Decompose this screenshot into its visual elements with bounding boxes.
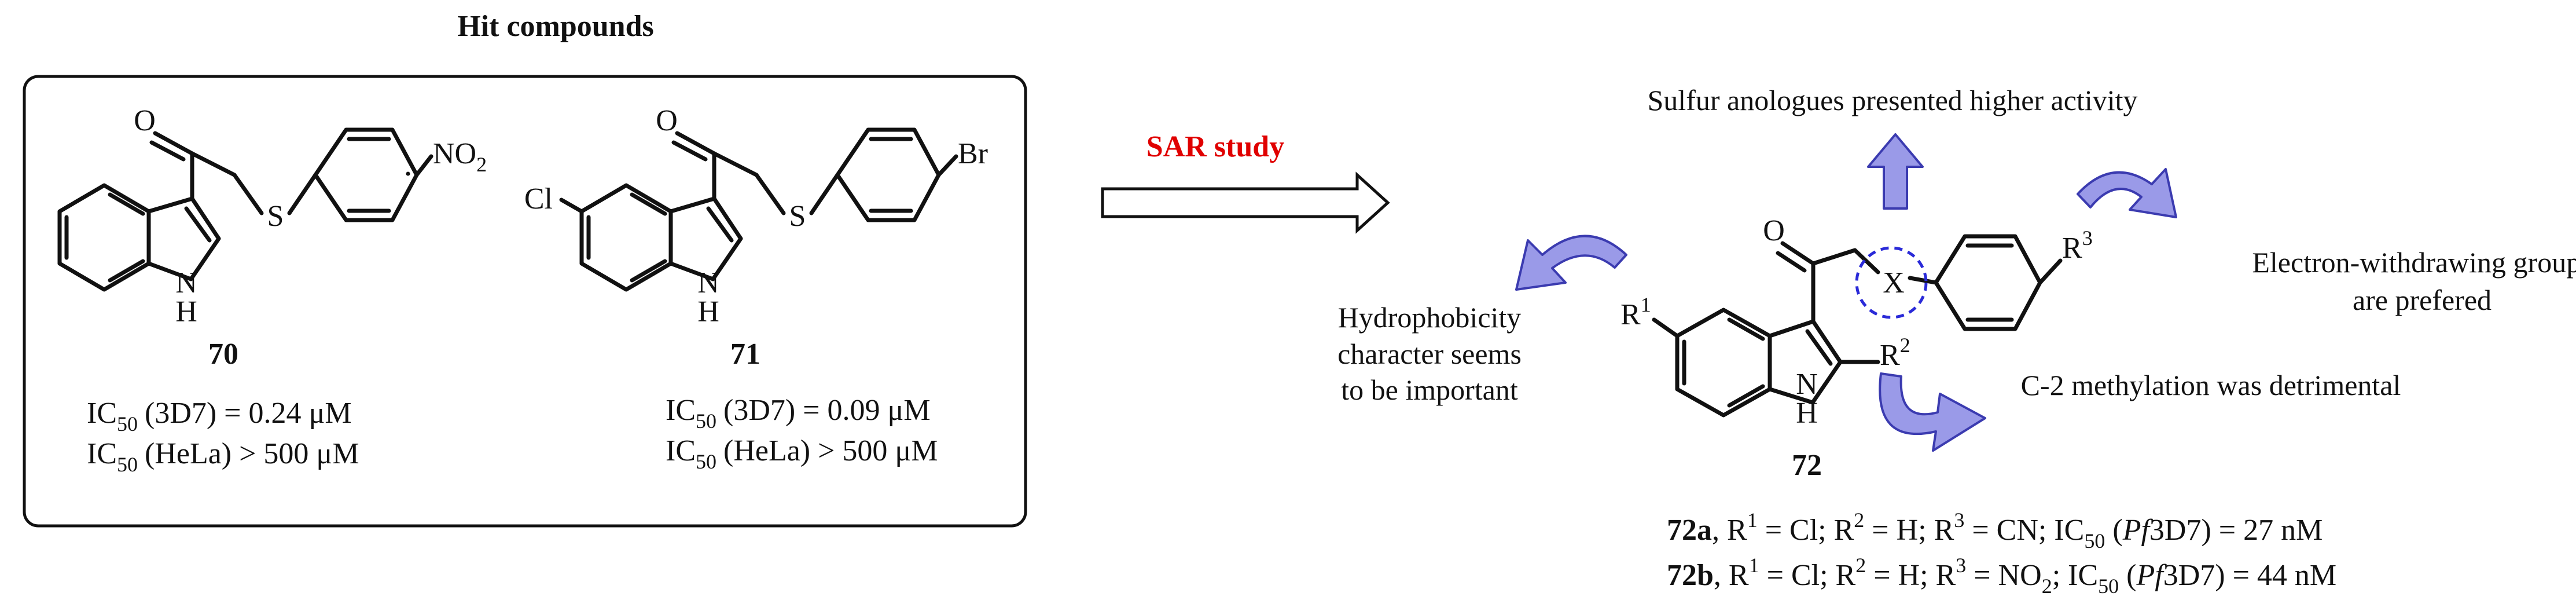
sulfur-note: Sulfur anologues presented higher activi… [1648, 84, 2138, 116]
hit-compounds-box [23, 75, 1027, 528]
compound-72-oxygen: O [1763, 214, 1785, 247]
hydrophobicity-note-line2: character seems [1337, 338, 1522, 370]
ewg-note-line2: are prefered [2353, 284, 2492, 316]
compound-72-nh-h: H [1796, 397, 1818, 430]
sar-study-label: SAR study [1146, 130, 1284, 163]
hydrophobicity-curved-arrow [1515, 235, 1627, 291]
methylation-note: C-2 methylation was detrimental [2021, 369, 2401, 401]
compound-70-nh-h: H [175, 295, 197, 328]
x-position-dashed-circle [1855, 246, 1928, 319]
ewg-curved-arrow [2077, 168, 2177, 218]
compound-70-nh-n: N [175, 266, 197, 299]
compound-72-label: 72 [1792, 449, 1822, 482]
compound-71-bromine: Br [958, 137, 988, 170]
compound-70-label: 70 [208, 338, 238, 371]
compound-71-structure [559, 127, 958, 292]
sar-arrow [1101, 171, 1390, 234]
compound-71-ic50-hela: IC50(HeLa) > 500 μM [666, 434, 938, 473]
derivative-72b-line: 72b, R1 = Cl; R2 = H; R3 = NO2; IC50 (Pf… [1667, 554, 2336, 598]
compound-71-nh-n: N [697, 266, 719, 299]
ewg-note-line1: Electron-withdrawing groups [2252, 246, 2576, 279]
compound-72-x-atom: X [1883, 266, 1905, 299]
compound-70-sulfur: S [267, 200, 284, 233]
compound-70-nitro: NO2 [433, 137, 487, 176]
compound-72-r1: R1 [1620, 293, 1651, 331]
compound-72-r2: R2 [1880, 334, 1910, 372]
compound-71-sulfur: S [789, 200, 806, 233]
compound-70-structure [57, 127, 433, 292]
compound-71-chlorine: Cl [524, 182, 553, 215]
hit-compounds-title: Hit compounds [457, 10, 654, 43]
compound-72-nh-n: N [1796, 368, 1818, 401]
hydrophobicity-note-line3: to be important [1341, 374, 1518, 406]
hydrophobicity-note-line1: Hydrophobicity [1338, 301, 1522, 334]
compound-71-label: 71 [730, 338, 760, 371]
compound-72-structure [1652, 234, 2063, 418]
compound-71-nh-h: H [697, 295, 719, 328]
compound-72-r3: R3 [2062, 226, 2093, 265]
compound-70-ic50-3d7: IC50(3D7) = 0.24 μM [87, 397, 352, 436]
compound-71-ic50-3d7: IC50(3D7) = 0.09 μM [666, 394, 931, 433]
compound-70-ic50-hela: IC50(HeLa) > 500 μM [87, 437, 359, 476]
derivative-72a-line: 72a, R1 = Cl; R2 = H; R3 = CN; IC50 (Pf3… [1667, 508, 2323, 553]
methylation-curved-arrow [1879, 372, 1986, 452]
compound-71-oxygen: O [656, 104, 678, 137]
compound-70-oxygen: O [134, 104, 156, 137]
sulfur-up-arrow [1867, 133, 1924, 210]
